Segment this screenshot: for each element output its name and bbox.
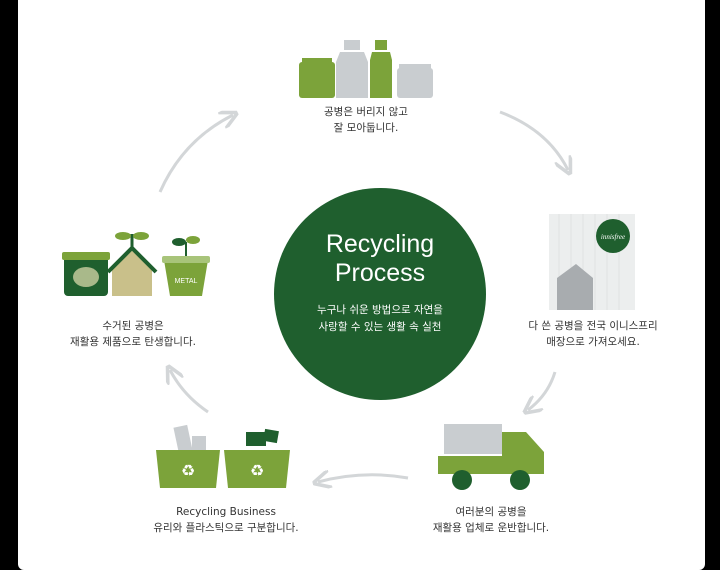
arrow-left-top: [158, 115, 233, 193]
step-reborn-caption: 수거된 공병은 재활용 제품으로 탄생합니다.: [70, 320, 196, 348]
recycled-products-icon: METAL: [62, 232, 210, 296]
arrow-bottom-left: [170, 370, 209, 414]
store-icon: innisfree: [549, 214, 635, 310]
center-title: Recycling Process: [325, 230, 435, 287]
step-sort-caption: Recycling Business 유리와 플라스틱으로 구분합니다.: [153, 506, 299, 534]
step-collect-caption: 공병은 버리지 않고 잘 모아둡니다.: [324, 106, 408, 134]
arrow-bottom: [318, 475, 409, 482]
arrow-top-right: [499, 110, 568, 170]
bottles-icon: [299, 40, 433, 98]
recycling-bins-icon: ♻ ♻: [156, 424, 290, 488]
arrow-right-bottom: [528, 371, 557, 410]
svg-text:♻: ♻: [250, 461, 264, 480]
center-circle: Recycling Process 누구나 쉬운 방법으로 자연을 사랑할 수 …: [274, 188, 486, 400]
svg-text:♻: ♻: [181, 461, 195, 480]
step-return-caption: 다 쓴 공병을 전국 이니스프리 매장으로 가져오세요.: [528, 320, 658, 348]
truck-icon: [438, 424, 544, 490]
step-transport-caption: 여러분의 공병을 재활용 업체로 운반합니다.: [432, 506, 550, 534]
cycle-arrows: [158, 110, 705, 570]
recycling-process-card: 공병은 버리지 않고 잘 모아둡니다. innisfree 다 쓴 공병을 전국…: [18, 0, 705, 570]
center-subtitle: 누구나 쉬운 방법으로 자연을 사랑할 수 있는 생활 속 실천: [317, 304, 443, 333]
store-sign-text: innisfree: [601, 233, 625, 241]
planter-label: METAL: [175, 278, 198, 285]
